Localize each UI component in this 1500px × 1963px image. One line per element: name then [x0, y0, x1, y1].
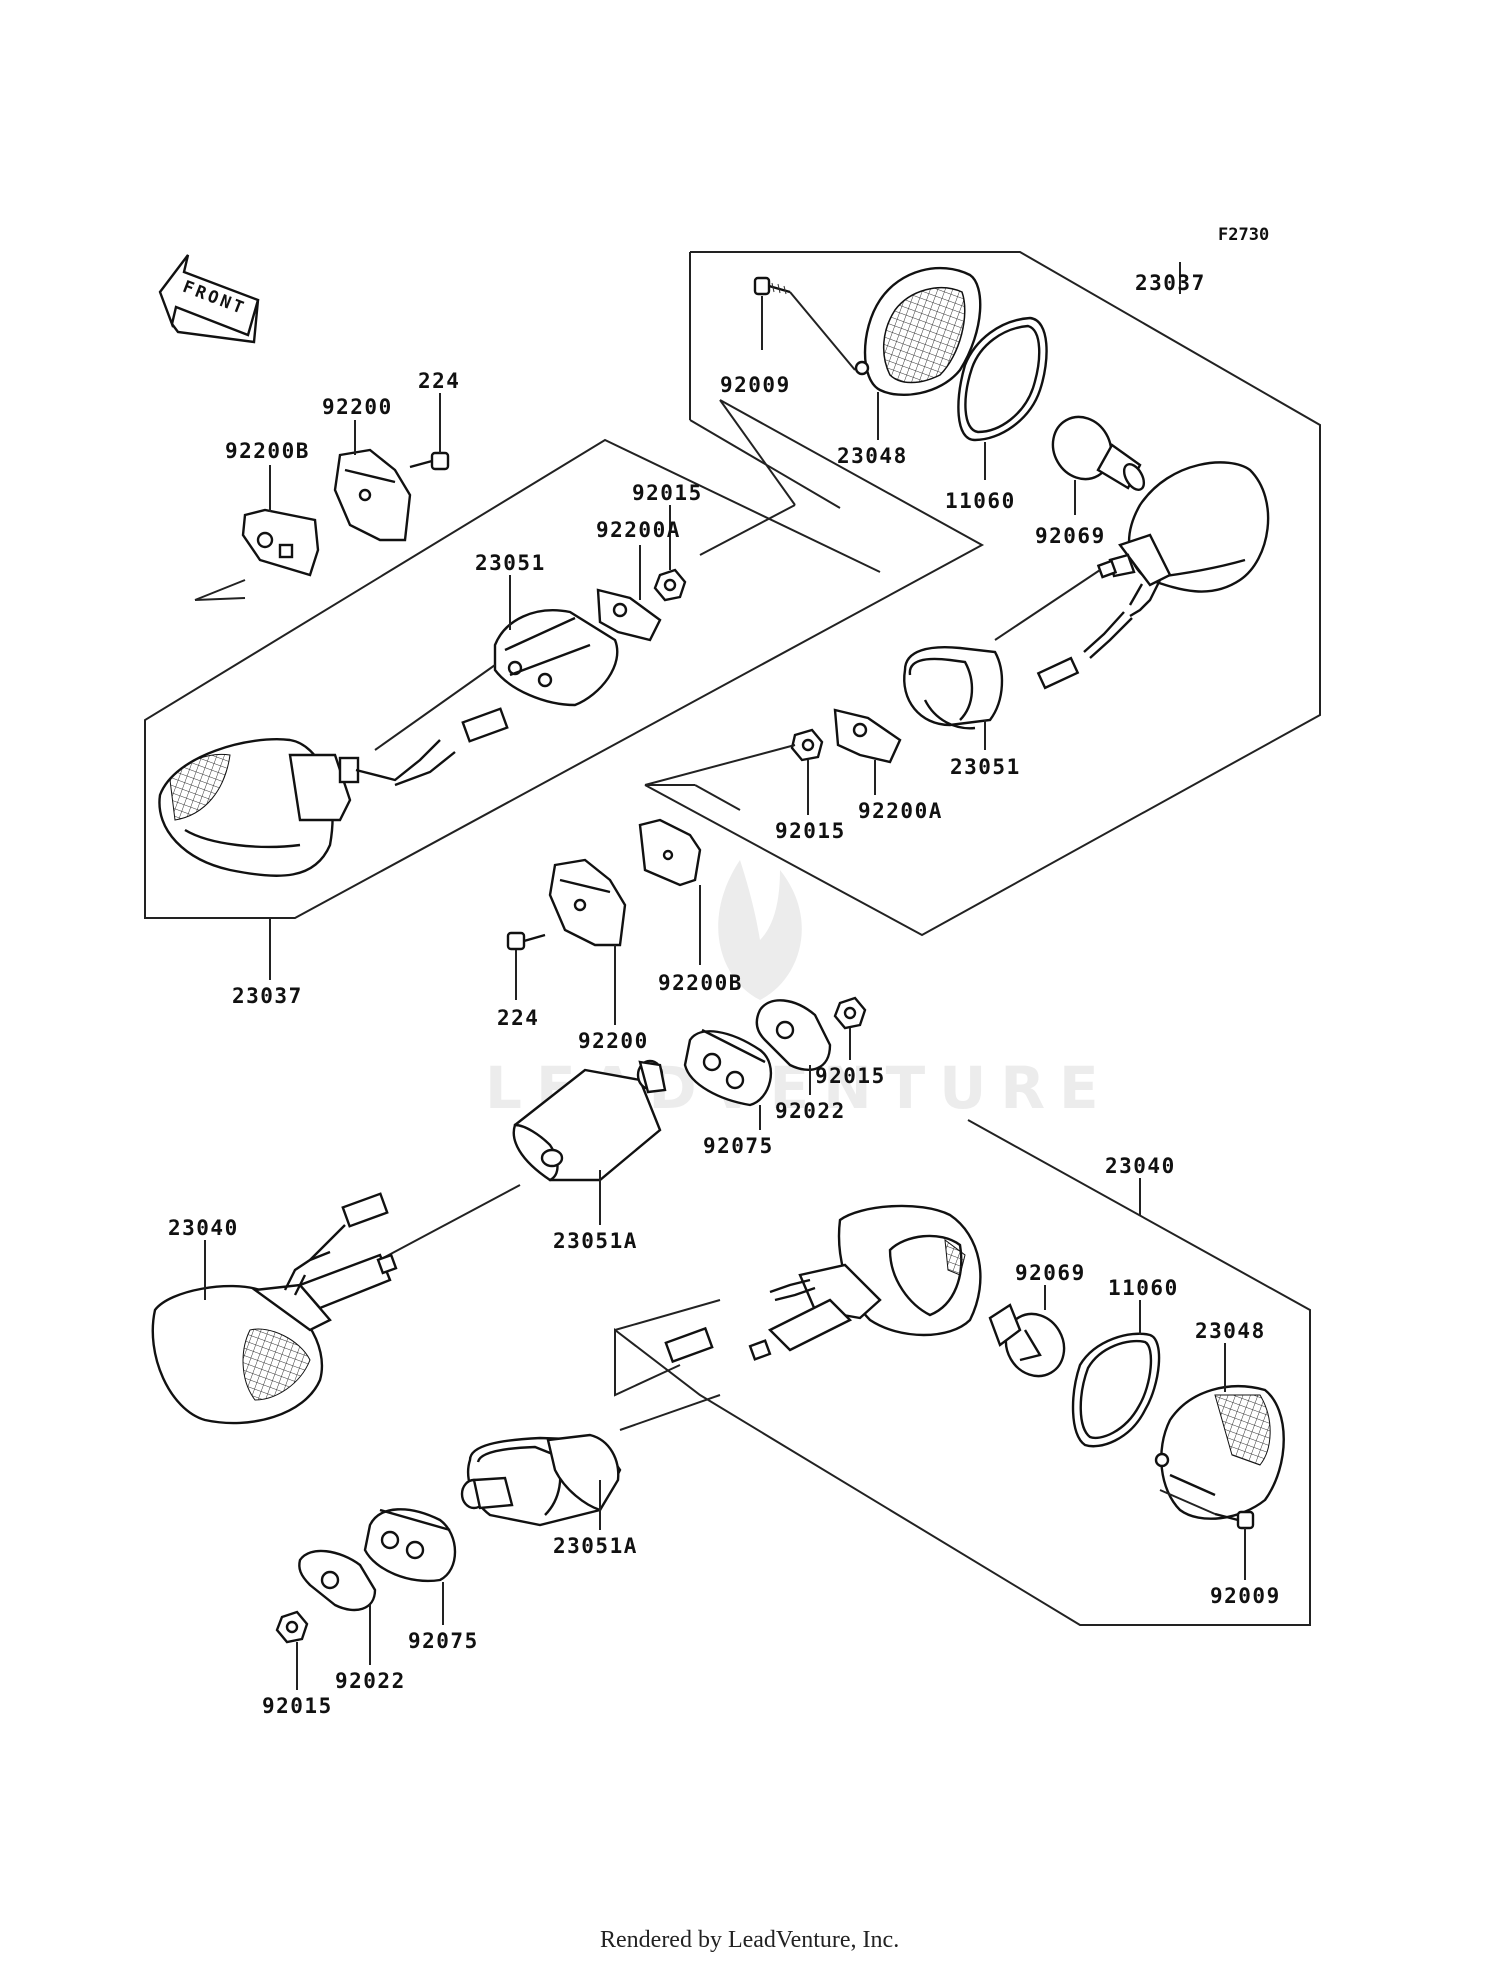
label-11060: 11060 [945, 489, 1016, 513]
footer-credit: Rendered by LeadVenture, Inc. [600, 1927, 899, 1953]
label-23040: 23040 [168, 1216, 239, 1240]
turn-signal-23037-left [158, 707, 509, 877]
label-23048: 23048 [837, 444, 908, 468]
label-92200A: 92200A [596, 518, 681, 542]
screw-92009-upper [753, 276, 791, 296]
washer-92022-center [755, 999, 832, 1072]
part-labels: 23037 92009 23048 11060 92069 92200 224 … [168, 271, 1281, 1718]
group-outline-upper-left [144, 399, 985, 919]
label-92009: 92009 [1210, 1584, 1281, 1608]
group-outline-lower-right [614, 1119, 1311, 1626]
label-92200: 92200 [578, 1029, 649, 1053]
turn-signal-23040-left [151, 1192, 398, 1425]
label-92075: 92075 [408, 1629, 479, 1653]
nut-92015-mid [790, 728, 824, 762]
label-92200A: 92200A [858, 799, 943, 823]
connector-upper-right [1036, 611, 1133, 690]
gasket-11060-upper [957, 316, 1048, 442]
label-23051: 23051 [950, 755, 1021, 779]
plate-92200A-right [833, 708, 902, 764]
lens-23048-upper [854, 267, 982, 397]
screw-224-mid [506, 931, 546, 951]
plate-92200B-mid [638, 818, 702, 887]
label-92200B: 92200B [225, 439, 310, 463]
bracket-92200-upper [333, 448, 412, 542]
label-11060: 11060 [1108, 1276, 1179, 1300]
bracket-92200-mid [548, 858, 627, 947]
grommet-23051A-lower [460, 1433, 622, 1527]
nut-92015-center [833, 996, 867, 1030]
label-92200B: 92200B [658, 971, 743, 995]
label-23037: 23037 [1135, 271, 1206, 295]
label-23040: 23040 [1105, 1154, 1176, 1178]
seal-92075-center [683, 1028, 773, 1107]
grommet-23051-right [903, 646, 1004, 730]
turn-signal-23040-right [664, 1204, 982, 1364]
lens-23048-lower [1154, 1385, 1285, 1520]
label-23048: 23048 [1195, 1319, 1266, 1343]
label-92200: 92200 [322, 395, 393, 419]
grommet-23051-left [493, 609, 619, 707]
nut-92015-lower [275, 1610, 309, 1644]
label-92015: 92015 [262, 1694, 333, 1718]
label-23037: 23037 [232, 984, 303, 1008]
label-92022: 92022 [335, 1669, 406, 1693]
label-92015: 92015 [815, 1064, 886, 1088]
label-92022: 92022 [775, 1099, 846, 1123]
bulb-92069-upper [1051, 415, 1146, 491]
label-92015: 92015 [632, 481, 703, 505]
plate-92200A-upper [596, 588, 662, 642]
seal-92075-lower [363, 1508, 457, 1583]
gasket-11060-lower [1071, 1332, 1161, 1448]
washer-92022-lower [298, 1549, 377, 1612]
label-23051A: 23051A [553, 1534, 638, 1558]
label-92069: 92069 [1015, 1261, 1086, 1285]
grommet-23051A-upper [512, 1059, 667, 1182]
label-92069: 92069 [1035, 524, 1106, 548]
bulb-92069-lower [988, 1303, 1066, 1378]
plate-92200B-upper [241, 508, 320, 577]
nut-92015-upper [653, 568, 687, 602]
label-23051A: 23051A [553, 1229, 638, 1253]
label-92075: 92075 [703, 1134, 774, 1158]
screw-224-upper [409, 451, 450, 471]
label-92015: 92015 [775, 819, 846, 843]
front-arrow-icon: FRONT [158, 254, 260, 344]
label-224: 224 [418, 369, 460, 393]
figure-code: F2730 [1218, 225, 1269, 245]
label-92009: 92009 [720, 373, 791, 397]
label-224: 224 [497, 1006, 539, 1030]
group-outline-upper-right [644, 251, 1321, 937]
label-23051: 23051 [475, 551, 546, 575]
turn-signal-23037-right [1096, 461, 1270, 618]
